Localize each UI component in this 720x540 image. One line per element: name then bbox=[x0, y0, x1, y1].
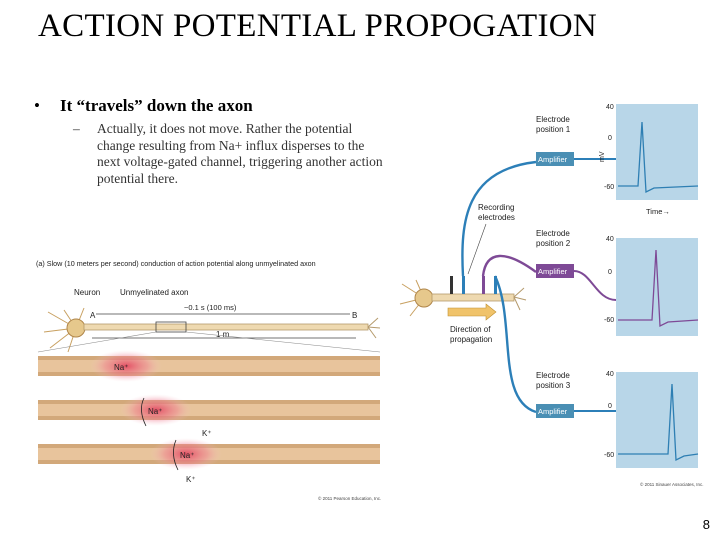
zoom-line-right bbox=[185, 331, 381, 353]
current-arrow-2 bbox=[141, 397, 147, 427]
amplifier-3-label: Amplifier bbox=[538, 407, 568, 416]
membrane-strip-3 bbox=[38, 438, 380, 470]
point-b: B bbox=[352, 311, 357, 320]
amplifier-2-label: Amplifier bbox=[538, 267, 568, 276]
sub-bullet: – Actually, it does not move. Rather the… bbox=[73, 121, 384, 187]
slide-title: ACTION POTENTIAL PROPOGATION bbox=[38, 8, 597, 44]
panel-2-tick-40: 40 bbox=[606, 236, 614, 243]
bullet-point: • It “travels” down the axon bbox=[34, 96, 253, 116]
electrode-2-line2: position 2 bbox=[536, 239, 571, 248]
figure-caption: (a) Slow (10 meters per second) conducti… bbox=[36, 259, 316, 268]
panel-1-tick-40: 40 bbox=[606, 104, 614, 111]
electrode-2-line1: Electrode bbox=[536, 229, 570, 238]
unmyelinated-conduction-figure: (a) Slow (10 meters per second) conducti… bbox=[36, 259, 381, 501]
left-copyright: © 2011 Pearson Education, Inc. bbox=[318, 495, 381, 501]
panel-1-tick-neg60: -60 bbox=[604, 184, 614, 191]
magnified-region bbox=[155, 321, 187, 333]
recording-neuron bbox=[399, 279, 527, 317]
panel-2-tick-0: 0 bbox=[608, 269, 612, 276]
time-axis-label: Time→ bbox=[646, 207, 670, 216]
recording-label-line1: Recording bbox=[478, 203, 514, 212]
membrane-strip-1 bbox=[38, 350, 380, 382]
electrode-3-line1: Electrode bbox=[536, 371, 570, 380]
point-a: A bbox=[90, 311, 96, 320]
neuron-soma bbox=[66, 318, 86, 338]
na-label-1: Na⁺ bbox=[114, 363, 128, 372]
na-label-2: Na⁺ bbox=[148, 407, 162, 416]
axon-terminals bbox=[367, 317, 381, 339]
trace-panel-1 bbox=[616, 104, 698, 200]
current-arrow-3 bbox=[173, 439, 179, 471]
electrode-probes bbox=[450, 276, 497, 294]
direction-label-line1: Direction of bbox=[450, 325, 491, 334]
panel-3-tick-0: 0 bbox=[608, 403, 612, 410]
bullet-text: It “travels” down the axon bbox=[60, 96, 253, 115]
panel-2-tick-neg60: -60 bbox=[604, 317, 614, 324]
recording-figure: Recording electrodes Direction of propag… bbox=[399, 104, 704, 487]
membrane-strip-2 bbox=[38, 394, 380, 426]
action-potential-trace-3 bbox=[618, 383, 699, 462]
page-number: 8 bbox=[702, 517, 710, 532]
cable-2 bbox=[481, 254, 537, 277]
recording-pointer bbox=[467, 223, 487, 275]
na-label-3: Na⁺ bbox=[180, 451, 194, 460]
k-label-2: K⁺ bbox=[186, 475, 196, 484]
trace-panel-3 bbox=[616, 372, 698, 468]
bullet-marker: • bbox=[34, 96, 40, 115]
electrode-1-line1: Electrode bbox=[536, 115, 570, 124]
panel-3-tick-neg60: -60 bbox=[604, 452, 614, 459]
amplifier-1 bbox=[536, 152, 574, 166]
electrode-1-line2: position 1 bbox=[536, 125, 571, 134]
amp-2-link bbox=[573, 270, 617, 301]
zoom-line-left bbox=[37, 331, 157, 353]
action-potential-trace-1 bbox=[618, 121, 699, 194]
sub-bullet-text: Actually, it does not move. Rather the p… bbox=[97, 121, 383, 186]
cable-3 bbox=[493, 275, 537, 414]
axon-label: Unmyelinated axon bbox=[120, 288, 188, 297]
cable-1 bbox=[461, 160, 537, 277]
electrode-3-line2: position 3 bbox=[536, 381, 571, 390]
recording-label-line2: electrodes bbox=[478, 213, 515, 222]
time-label: ~0.1 s (100 ms) bbox=[184, 303, 237, 312]
amplifier-2 bbox=[536, 264, 574, 278]
neuron-label: Neuron bbox=[74, 288, 100, 297]
k-label-1: K⁺ bbox=[202, 429, 212, 438]
direction-label-line2: propagation bbox=[450, 335, 492, 344]
amplifier-1-label: Amplifier bbox=[538, 155, 568, 164]
action-potential-trace-2 bbox=[618, 249, 699, 328]
sub-bullet-marker: – bbox=[73, 121, 80, 136]
panel-1-tick-0: 0 bbox=[608, 135, 612, 142]
mv-label: mV bbox=[599, 151, 606, 162]
panel-3-tick-40: 40 bbox=[606, 371, 614, 378]
amplifier-3 bbox=[536, 404, 574, 418]
right-copyright: © 2011 Sinauer Associates, Inc. bbox=[640, 481, 704, 487]
direction-arrow bbox=[447, 303, 497, 321]
distance-label: 1 m bbox=[216, 330, 230, 339]
